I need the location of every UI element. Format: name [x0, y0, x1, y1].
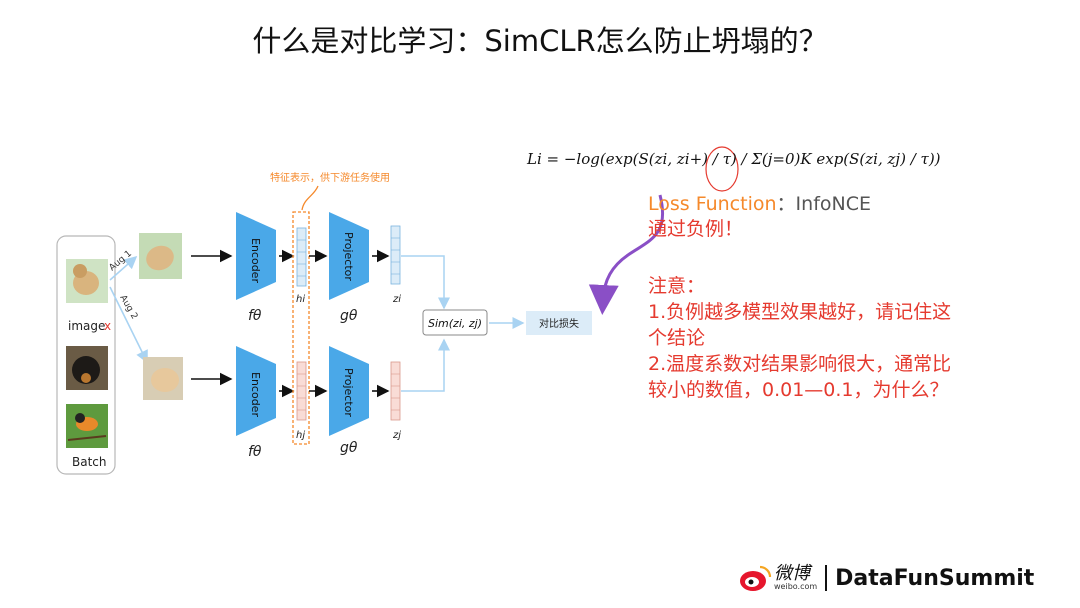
formula-text: Li = −log(exp(S(zi, zi+) / τ) / Σ(j=0)K …	[527, 150, 941, 168]
encoder-label-top: Encoder	[249, 238, 262, 283]
z-i-label: zi	[392, 294, 401, 305]
z-j-label: zj	[392, 430, 401, 441]
encoder-bottom	[236, 346, 276, 436]
dog-image-2	[66, 346, 108, 390]
note-2-cont: 较小的数值，0.01—0.1，为什么？	[648, 379, 949, 401]
g-theta-top: gθ	[340, 308, 358, 324]
loss-function-label: Loss Function	[648, 193, 777, 215]
logo-divider	[825, 565, 828, 591]
aug2-arrow	[109, 286, 148, 364]
feature-dashed-box	[292, 211, 310, 445]
h-j-label: hj	[296, 430, 305, 441]
weibo-name: 微博	[774, 563, 810, 584]
contrast-loss-box	[526, 311, 592, 335]
purple-arrow	[588, 194, 665, 315]
h-i-label: hi	[296, 294, 305, 305]
loss-function-block: Loss Function：InfoNCE 通过负例！	[648, 192, 871, 242]
f-theta-bottom: fθ	[248, 444, 262, 460]
highlight-circle	[705, 146, 739, 192]
footer-logo: 微博 weibo.com DataFunSummit	[738, 558, 1034, 598]
aug1-arrow	[109, 255, 138, 281]
f-theta-top: fθ	[248, 308, 262, 324]
h-j-vector	[296, 361, 307, 421]
augmented-image-bottom	[143, 357, 183, 400]
loss-function-value: InfoNCE	[795, 193, 871, 215]
z-j-vector	[390, 361, 401, 421]
feature-note: 特征表示，供下游任务使用	[270, 171, 390, 184]
projector-label-bottom: Projector	[342, 368, 355, 417]
notes-block: 注意： 1.负例越多模型效果越好，请记住这 个结论 2.温度系数对结果影响很大，…	[648, 273, 1028, 403]
bird-image	[66, 404, 108, 448]
sim-label: Sim(zi, zj)	[428, 317, 482, 330]
loss-note: 通过负例！	[648, 218, 744, 240]
encoder-top	[236, 212, 276, 300]
projector-top	[329, 212, 369, 300]
contrast-loss-label: 对比损失	[539, 317, 579, 330]
weibo-url: weibo.com	[774, 582, 818, 591]
dog-image-1	[66, 259, 108, 303]
infonce-formula: Li = −log(exp(S(zi, zi+) / τ) / Σ(j=0)K …	[527, 150, 941, 168]
loss-sep: ：	[776, 193, 796, 215]
note-2: 2.温度系数对结果影响很大，通常比	[648, 353, 952, 375]
sim-box	[422, 309, 488, 336]
projector-label-top: Projector	[342, 232, 355, 281]
batch-label: Batch	[72, 455, 107, 469]
augmented-image-top	[139, 233, 182, 279]
notes-heading: 注意：	[648, 275, 706, 297]
z-i-vector	[390, 225, 401, 285]
note-1-cont: 个结论	[648, 327, 706, 349]
image-mark: x	[104, 319, 111, 333]
encoder-label-bottom: Encoder	[249, 372, 262, 417]
brand-name: DataFunSummit	[835, 565, 1035, 591]
feature-note-connector	[301, 185, 319, 211]
projector-bottom	[329, 346, 369, 436]
image-label: image	[68, 319, 105, 333]
note-1: 1.负例越多模型效果越好，请记住这	[648, 301, 952, 323]
g-theta-bottom: gθ	[340, 440, 358, 456]
page-title: 什么是对比学习：SimCLR怎么防止坍塌的？	[252, 24, 828, 58]
weibo-icon	[740, 565, 772, 591]
h-i-vector	[296, 227, 307, 287]
